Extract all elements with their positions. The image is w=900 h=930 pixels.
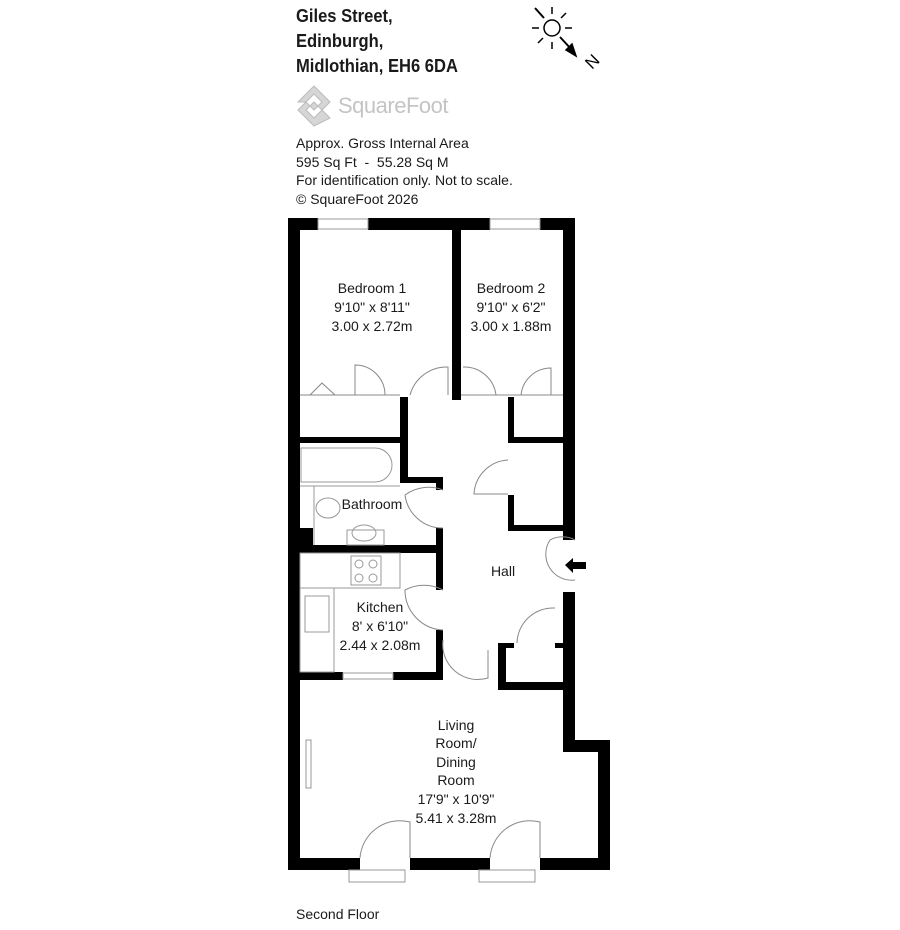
living-imperial: 17'9" x 10'9" [418,791,495,807]
area-info-line-3: For identification only. Not to scale. [296,172,513,188]
windows [305,218,541,883]
address-line-1: Giles Street, [296,6,393,26]
area-info: Approx. Gross Internal Area 595 Sq Ft - … [296,134,513,208]
address-line-3: Midlothian, EH6 6DA [296,56,458,76]
floor-label: Second Floor [296,906,380,922]
sink-icon [351,524,377,542]
bedroom2-name: Bedroom 2 [477,280,546,296]
doors [300,364,576,859]
kitchen-name: Kitchen [357,599,404,615]
bath-icon [300,447,393,483]
kitchen-imperial: 8' x 6'10" [352,618,408,634]
logo-text: SquareFoot [338,93,448,118]
walls [288,218,610,870]
bedroom2-metric: 3.00 x 1.88m [471,318,552,334]
living-name-4: Room [437,772,474,788]
area-info-line-2: 595 Sq Ft - 55.28 Sq M [296,153,449,170]
hob-icon [350,555,382,586]
squarefoot-logo: SquareFoot [296,84,448,128]
bathroom-name: Bathroom [342,496,403,512]
area-info-line-1: Approx. Gross Internal Area [296,135,469,151]
living-metric: 5.41 x 3.28m [416,810,497,826]
bedroom1-name: Bedroom 1 [338,280,407,296]
squarefoot-diamond-logo-icon [296,85,331,127]
address-line-2: Edinburgh, [296,31,384,51]
living-name-2: Room/ [435,735,476,751]
north-label: N [581,51,603,73]
living-name-1: Living [438,717,475,733]
sun-compass-icon: N [532,7,604,73]
copyright: © SquareFoot 2026 [296,190,419,207]
bedroom2-imperial: 9'10" x 6'2" [477,299,546,315]
bedroom1-metric: 3.00 x 2.72m [332,318,413,334]
hall-name: Hall [491,563,515,579]
living-name-3: Dining [436,754,476,770]
toilet-icon [315,497,341,519]
fixtures [299,447,401,673]
entrance-arrow-icon [565,558,586,573]
kitchen-sink-icon [304,595,330,633]
kitchen-metric: 2.44 x 2.08m [340,637,421,653]
bedroom1-imperial: 9'10" x 8'11" [334,299,410,315]
